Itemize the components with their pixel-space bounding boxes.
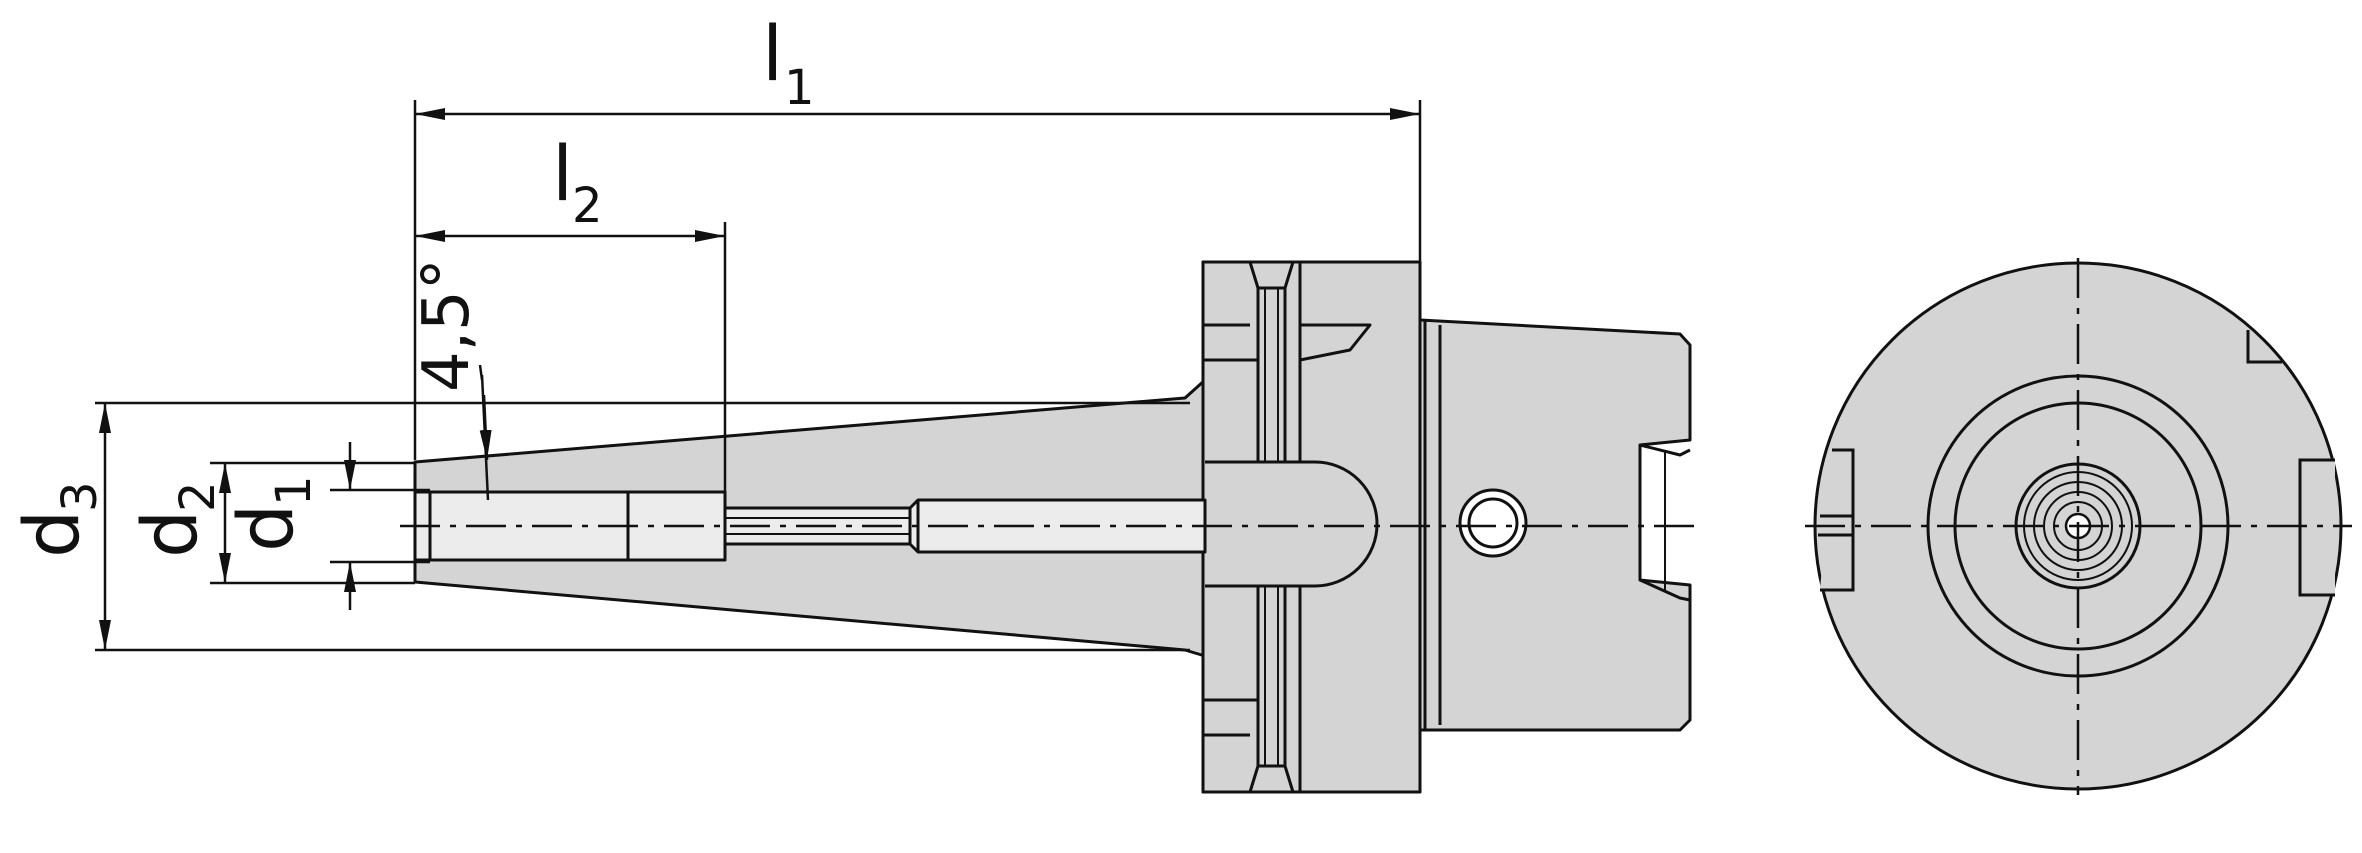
label-d3: d 3: [7, 481, 108, 558]
label-d2-main: d: [125, 510, 214, 558]
end-view-slot-right: [2298, 458, 2335, 597]
flange-pocket: [1205, 460, 1379, 588]
end-view-notch: [2246, 330, 2282, 364]
label-l2-sub: 2: [572, 178, 603, 234]
label-d1-main: d: [221, 504, 310, 552]
label-angle: 4,5°: [410, 258, 484, 392]
label-d1: d 1: [221, 475, 322, 552]
label-l1: l 1: [762, 9, 815, 116]
label-d2-sub: 2: [170, 481, 226, 512]
end-view-slot-left: [1820, 448, 1855, 592]
label-l2-main: l: [552, 129, 573, 218]
dimension-lines: [95, 100, 1422, 652]
label-d1-sub: 1: [266, 475, 322, 506]
label-l2: l 2: [552, 129, 603, 234]
label-d3-sub: 3: [52, 481, 108, 512]
label-d2: d 2: [125, 481, 226, 558]
label-l1-sub: 1: [784, 60, 815, 116]
side-view: [400, 260, 1700, 794]
label-d3-main: d: [7, 510, 96, 558]
end-view-centerlines: [1805, 258, 2352, 795]
label-l1-main: l: [762, 9, 783, 98]
